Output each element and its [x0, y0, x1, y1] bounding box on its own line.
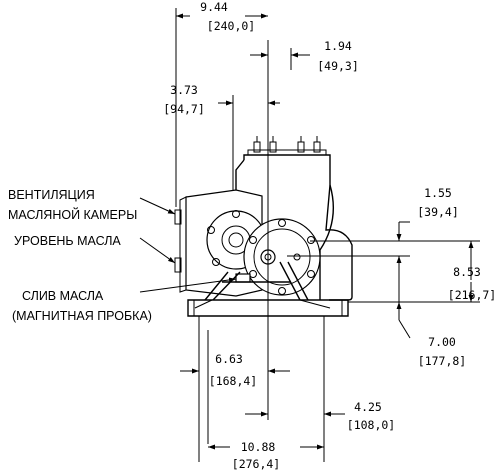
- dim-1-55-inch: 1.55: [424, 186, 452, 200]
- callout-vent-line1: ВЕНТИЛЯЦИЯ: [8, 188, 95, 202]
- top-flange-bolts: [253, 136, 321, 153]
- dim-3-73-mm: [94,7]: [163, 102, 205, 116]
- dim-8-53-mm: [216,7]: [448, 288, 496, 302]
- callout-drain-line2: (МАГНИТНАЯ ПРОБКА): [12, 309, 152, 323]
- dim-10-88-inch: 10.88: [241, 440, 276, 454]
- callout-drain-line1: СЛИВ МАСЛА: [22, 289, 104, 303]
- dim-7-00-mm: [177,8]: [418, 354, 466, 368]
- pump-outline: [174, 136, 353, 317]
- dim-9-44-mm: [240,0]: [207, 19, 255, 33]
- dim-1-55-mm: [39,4]: [417, 205, 459, 219]
- dim-7-00-inch: 7.00: [428, 335, 456, 349]
- housing-bolts: [249, 219, 315, 295]
- dim-9-44-inch: 9.44: [200, 0, 228, 14]
- dim-6-63-inch: 6.63: [215, 352, 243, 366]
- dim-1-94-mm: [49,3]: [317, 59, 359, 73]
- callout-labels: ВЕНТИЛЯЦИЯ МАСЛЯНОЙ КАМЕРЫ УРОВЕНЬ МАСЛА…: [8, 188, 152, 323]
- dim-8-53-inch: 8.53: [453, 265, 481, 279]
- dimension-labels: 9.44 [240,0] 1.94 [49,3] 3.73 [94,7] 1.5…: [163, 0, 496, 471]
- dim-10-88-mm: [276,4]: [232, 457, 280, 471]
- dim-4-25-mm: [108,0]: [347, 418, 395, 432]
- dim-3-73-inch: 3.73: [170, 83, 198, 97]
- callout-vent-line2: МАСЛЯНОЙ КАМЕРЫ: [8, 207, 137, 222]
- callout-leaders: [139, 197, 237, 293]
- dim-1-94-inch: 1.94: [324, 39, 352, 53]
- callout-oil-level: УРОВЕНЬ МАСЛА: [14, 234, 121, 248]
- dim-4-25-inch: 4.25: [354, 400, 382, 414]
- extension-lines: [175, 8, 480, 462]
- dim-6-63-mm: [168,4]: [209, 374, 257, 388]
- dimension-lines: [176, 13, 474, 450]
